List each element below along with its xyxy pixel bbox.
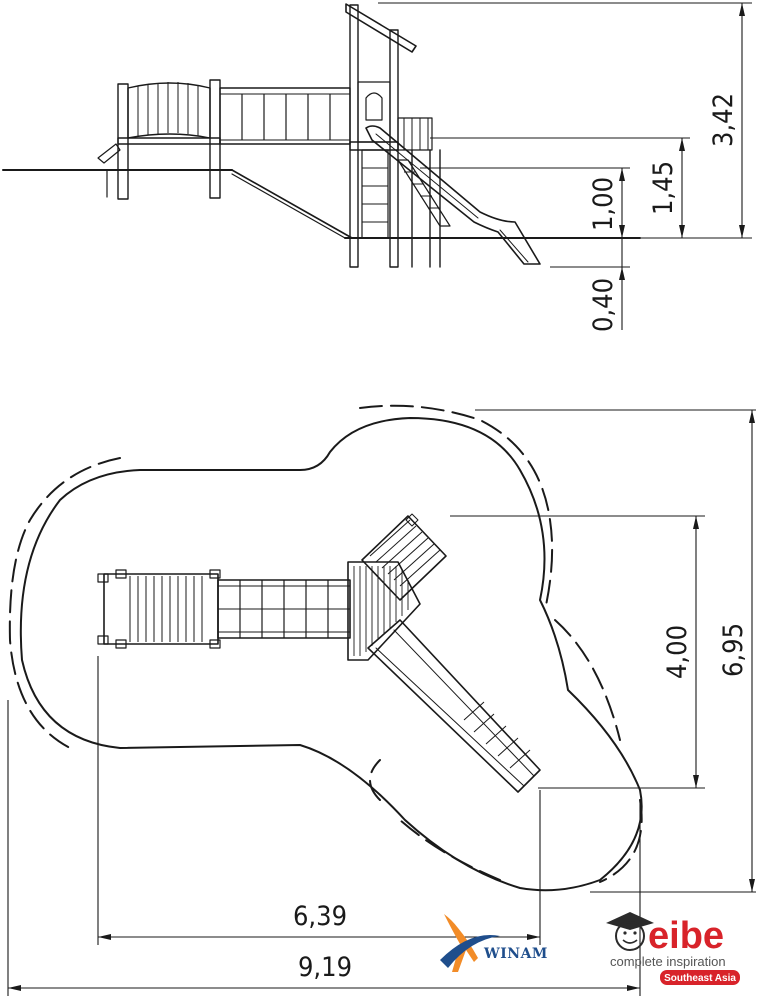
dim-foundation-depth: 0,40 — [588, 278, 619, 332]
eibe-tagline: complete inspiration — [610, 954, 726, 969]
winam-swoosh-icon — [440, 935, 500, 968]
eibe-logo: eibe complete inspiration Southeast Asia — [606, 912, 740, 985]
dim-structure-width: 6,39 — [293, 901, 347, 932]
eibe-region-label: Southeast Asia — [664, 973, 736, 984]
side-elevation: 3,42 1,45 1,00 0,40 — [2, 2, 752, 332]
winam-logo: WINAM — [440, 914, 548, 972]
dim-safety-zone-depth: 6,95 — [718, 623, 749, 677]
eibe-region-badge — [660, 970, 740, 985]
eibe-wordmark: eibe — [648, 915, 724, 957]
dim-upper-height: 1,00 — [588, 177, 619, 231]
eibe-face-icon — [606, 912, 654, 951]
dim-safety-zone-width: 9,19 — [298, 952, 352, 983]
safety-zone-outline — [19, 417, 643, 892]
impact-area-dashed-outline — [8, 404, 643, 883]
winam-figure-icon — [444, 914, 478, 972]
winam-wordmark: WINAM — [483, 946, 548, 962]
dim-total-height: 3,42 — [708, 93, 739, 147]
dim-platform-height: 1,45 — [648, 161, 679, 215]
dim-structure-depth: 4,00 — [662, 625, 693, 679]
plan-view: 4,00 6,95 6,39 9,19 — [7, 404, 756, 996]
